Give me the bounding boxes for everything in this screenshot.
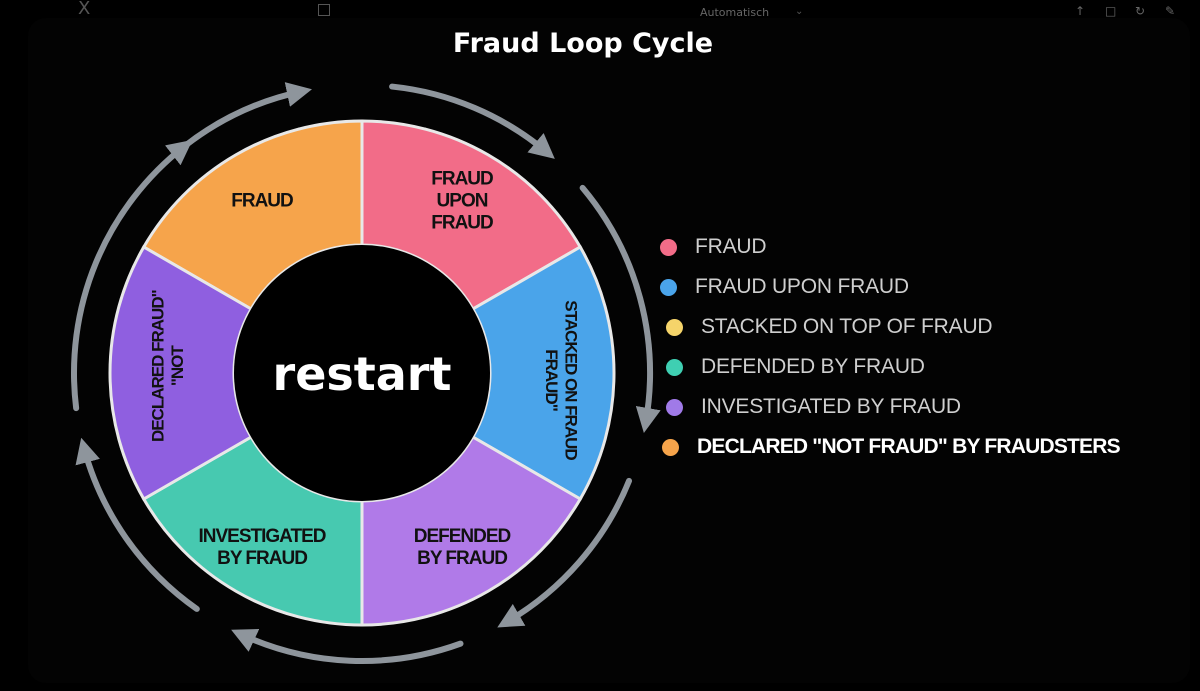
upload-icon[interactable]: ↑ <box>1075 4 1086 18</box>
mode-label[interactable]: Automatisch <box>700 6 770 19</box>
segment-label-line: DEFENDED <box>414 526 511 547</box>
segment-label-line: FRAUD" <box>542 349 561 411</box>
legend-dot-icon <box>660 278 677 296</box>
segment-label-line: FRAUD <box>431 212 493 233</box>
x-logo-icon[interactable]: X <box>78 0 91 19</box>
cycle-arrows <box>71 82 661 664</box>
legend-item: FRAUD UPON FRAUD <box>660 272 909 302</box>
bookmark-icon[interactable]: □ <box>1105 4 1117 18</box>
center-circle <box>234 245 490 501</box>
cycle-arrow <box>579 184 661 433</box>
center-label: restart <box>273 347 452 401</box>
legend-label: DECLARED "NOT FRAUD" BY FRAUDSTERS <box>697 435 1121 458</box>
legend-label: DEFENDED BY FRAUD <box>701 355 925 378</box>
segment-label-line: INVESTIGATED <box>199 526 326 547</box>
segment-label-line: FRAUD <box>231 190 293 211</box>
segment-label-line: BY FRAUD <box>417 548 507 569</box>
edit-icon[interactable]: ✎ <box>1165 4 1176 18</box>
legend-dot-icon <box>666 358 683 376</box>
legend-label: INVESTIGATED BY FRAUD <box>701 395 961 418</box>
cycle-arrow <box>497 477 633 628</box>
legend-item: INVESTIGATED BY FRAUD <box>666 392 961 422</box>
segment-label-line: FRAUD <box>431 169 493 190</box>
legend-item: STACKED ON TOP OF FRAUD <box>666 312 993 342</box>
legend-dot-icon <box>666 318 683 336</box>
legend-dot-icon <box>662 438 679 456</box>
diagram-title: Fraud Loop Cycle <box>452 28 714 59</box>
cycle-arrow <box>181 82 312 150</box>
legend-item: DECLARED "NOT FRAUD" BY FRAUDSTERS <box>662 432 1121 462</box>
cycle-arrow <box>389 83 555 159</box>
segment-label: FRAUD <box>231 190 293 211</box>
cycle-arrow <box>231 628 464 664</box>
refresh-icon[interactable]: ↻ <box>1135 4 1146 18</box>
wheel-segments <box>108 119 616 627</box>
legend-label: FRAUD UPON FRAUD <box>695 275 909 298</box>
legend-item: FRAUD <box>660 232 767 262</box>
legend-label: STACKED ON TOP OF FRAUD <box>701 315 993 338</box>
segment-label-line: "NOT <box>168 345 187 387</box>
segment-label-line: DECLARED FRAUD" <box>148 290 167 442</box>
legend-dot-icon <box>666 398 683 416</box>
window-top-bar: X Automatisch ⌄ ↑ □ ↻ ✎ <box>0 0 1200 24</box>
legend-dot-icon <box>660 238 677 256</box>
chevron-down-icon[interactable]: ⌄ <box>795 6 804 17</box>
legend-item: DEFENDED BY FRAUD <box>666 352 925 382</box>
legend-label: FRAUD <box>695 235 767 258</box>
cycle-arrow <box>75 437 200 612</box>
segment-label: STACKED ON FRAUDFRAUD" <box>542 300 581 460</box>
cycle-arrow <box>71 139 193 412</box>
segment-label-line: UPON <box>437 190 488 211</box>
expand-icon[interactable] <box>318 4 330 16</box>
segment-label-line: BY FRAUD <box>217 548 307 569</box>
segment-label-line: STACKED ON FRAUD <box>562 300 581 460</box>
segment-label: DECLARED FRAUD""NOT <box>148 290 187 442</box>
